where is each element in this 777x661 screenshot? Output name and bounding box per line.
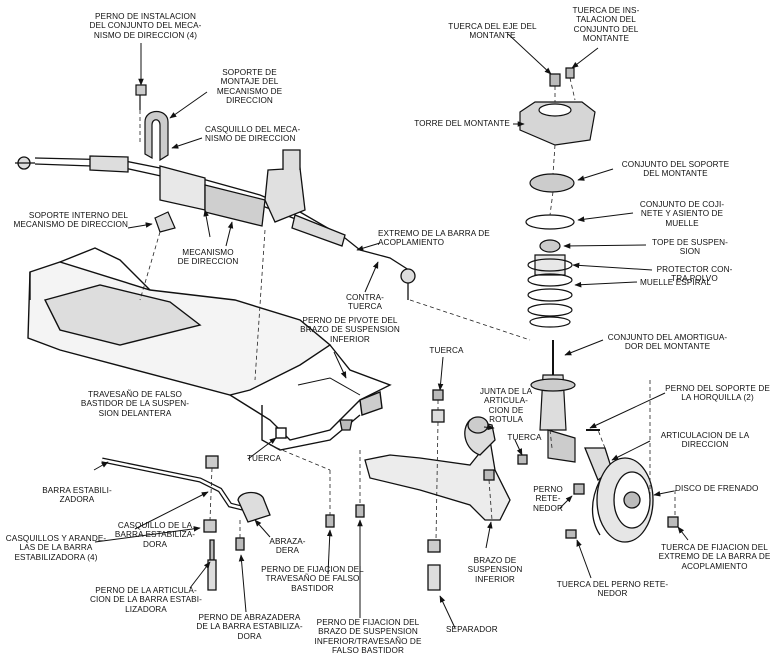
label-perno-instalacion-mecanismo: PERNO DE INSTALACION DEL CONJUNTO DEL ME… <box>89 12 202 40</box>
label-tuerca-eje-montante: TUERCA DEL EJE DEL MONTANTE <box>448 22 537 41</box>
stabilizer-bar-shape <box>101 419 365 591</box>
label-contratuerca: CONTRA- TUERCA <box>346 293 384 312</box>
label-tuerca-1: TUERCA <box>429 346 464 355</box>
label-perno-articulacion-barra: PERNO DE LA ARTICULA- CION DE LA BARRA E… <box>90 586 202 614</box>
label-tuerca-perno-retenedor: TUERCA DEL PERNO RETE- NEDOR <box>556 580 669 599</box>
label-torre-montante: TORRE DEL MONTANTE <box>414 119 510 128</box>
label-casquillos-arandelas: CASQUILLOS Y ARANDE- LAS DE LA BARRA EST… <box>5 534 107 562</box>
alignment-lines <box>139 77 676 541</box>
label-tuerca-3: TUERCA <box>246 454 282 463</box>
label-perno-fijacion-travesano: PERNO DE FIJACION DEL TRAVESAÑO DE FALSO… <box>261 565 364 593</box>
label-tuerca-2: TUERCA <box>507 433 542 442</box>
label-conjunto-cojinete: CONJUNTO DE COJI- NETE Y ASIENTO DE MUEL… <box>639 200 725 228</box>
rack-bracket-shape <box>135 84 176 233</box>
label-tuerca-fijacion-extremo: TUERCA DE FIJACION DEL EXTREMO DE LA BAR… <box>658 543 771 571</box>
label-tope-suspension: TOPE DE SUSPEN- SION <box>652 238 728 257</box>
label-barra-estabilizadora: BARRA ESTABILI- ZADORA <box>42 486 112 505</box>
label-perno-soporte-horquilla: PERNO DEL SOPORTE DE LA HORQUILLA (2) <box>665 384 770 403</box>
strut-assembly-shape <box>519 67 596 463</box>
label-travesano: TRAVESAÑO DE FALSO BASTIDOR DE LA SUSPEN… <box>80 390 190 418</box>
label-muelle-espiral: MUELLE ESPIRAL <box>640 278 712 287</box>
label-separador: SEPARADOR <box>446 625 498 634</box>
label-soporte-interno: SOPORTE INTERNO DEL MECANISMO DE DIRECCI… <box>13 211 128 230</box>
label-extremo-barra: EXTREMO DE LA BARRA DE ACOPLAMIENTO <box>378 229 490 248</box>
label-perno-pivote: PERNO DE PIVOTE DEL BRAZO DE SUSPENSION … <box>300 316 400 344</box>
label-tuerca-instalacion-montante: TUERCA DE INS- TALACION DEL CONJUNTO DEL… <box>572 6 640 44</box>
label-perno-abrazadera: PERNO DE ABRAZADERA DE LA BARRA ESTABILI… <box>196 613 303 641</box>
callout-arrows <box>93 33 689 629</box>
label-casquillo-mecanismo: CASQUILLO DEL MECA- NISMO DE DIRECCION <box>205 125 301 144</box>
label-articulacion-direccion: ARTICULACION DE LA DIRECCION <box>660 431 750 450</box>
label-perno-retenedor: PERNO RETE- NEDOR <box>532 485 564 513</box>
lower-arm-shape <box>364 389 528 591</box>
label-perno-fijacion-brazo: PERNO DE FIJACION DEL BRAZO DE SUSPENSIO… <box>314 618 422 656</box>
label-protector-polvo: PROTECTOR CON- TRA POLVO <box>656 265 733 284</box>
label-soporte-montaje: SOPORTE DE MONTAJE DEL MECANISMO DE DIRE… <box>216 68 283 106</box>
label-disco-frenado: DISCO DE FRENADO <box>675 484 759 493</box>
label-casquillo-barra: CASQUILLO DE LA BARRA ESTABILIZA- DORA <box>114 521 196 549</box>
label-brazo-suspension: BRAZO DE SUSPENSION INFERIOR <box>467 556 523 584</box>
label-mecanismo-direccion: MECANISMO DE DIRECCION <box>177 248 239 267</box>
label-conjunto-soporte-montante: CONJUNTO DEL SOPORTE DEL MONTANTE <box>621 160 730 179</box>
crossmember-shape <box>27 247 392 451</box>
steering-rack-shape <box>15 149 416 300</box>
label-abrazadera: ABRAZA- DERA <box>269 537 306 556</box>
label-conjunto-amortiguador: CONJUNTO DEL AMORTIGUA- DOR DEL MONTANTE <box>607 333 728 352</box>
brake-disc-shape <box>565 429 679 543</box>
label-junta-articulacion: JUNTA DE LA ARTICULA- CION DE ROTULA <box>479 387 533 425</box>
